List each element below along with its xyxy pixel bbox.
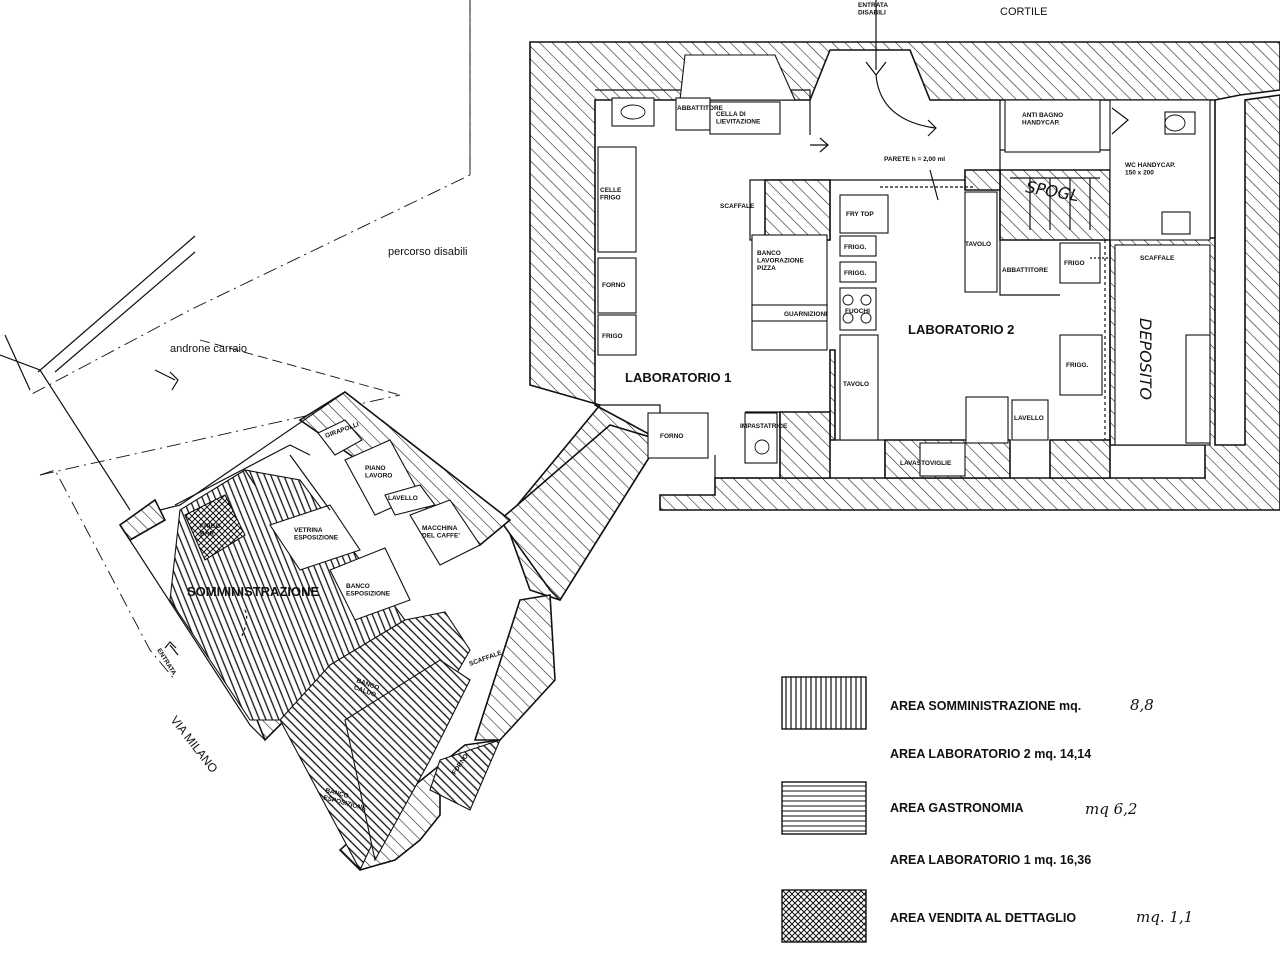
- label-wc: WC HANDYCAP.150 x 200: [1125, 162, 1176, 177]
- label-lavello: LAVELLO: [1014, 415, 1044, 422]
- label-forno: FORNO: [602, 282, 625, 289]
- label-lavastoviglie: LAVASTOVIGLIE: [900, 460, 952, 467]
- label-lavello-shop: LAVELLO: [388, 495, 418, 502]
- lab2-equipment: [839, 99, 1211, 477]
- label-frigg-2: FRIGG.: [844, 270, 867, 277]
- label-forno-lab1: FORNO: [660, 433, 683, 440]
- label-abbattitore-top: ABBATTITORE: [677, 105, 724, 112]
- legend-text-vendita: AREA VENDITA AL DETTAGLIO: [890, 911, 1076, 925]
- label-impastatrice: IMPASTATRICE: [740, 423, 788, 430]
- room-deposito: DEPOSITO: [1136, 318, 1155, 400]
- area-hatches: [169, 469, 501, 872]
- label-frigo-lab2: FRIGO: [1064, 260, 1085, 267]
- legend-value-gastronomia: mq 6,2: [1085, 800, 1137, 818]
- outside-boundary: [0, 0, 471, 681]
- room-laboratorio-2: LABORATORIO 2: [908, 322, 1014, 337]
- legend-swatch-vendita: [781, 889, 867, 943]
- label-percorso-disabili: percorso disabili: [388, 246, 467, 258]
- label-scaffale: SCAFFALE: [720, 203, 755, 210]
- label-via-milano: VIA MILANO: [168, 713, 221, 775]
- legend: AREA SOMMINISTRAZIONE mq. 8,8 AREA LABOR…: [781, 676, 1193, 943]
- label-tavolo: TAVOLO: [843, 381, 869, 388]
- label-cortile: CORTILE: [1000, 6, 1047, 18]
- arrows: [154, 0, 1110, 656]
- label-frigg-1: FRIGG.: [844, 244, 867, 251]
- legend-text-laboratorio-1: AREA LABORATORIO 1 mq. 16,36: [890, 853, 1091, 867]
- legend-value-somministrazione: 8,8: [1130, 696, 1154, 714]
- legend-text-gastronomia: AREA GASTRONOMIA: [890, 801, 1024, 815]
- room-laboratorio-1: LABORATORIO 1: [625, 370, 731, 385]
- label-entrata: ENTRATA: [155, 647, 177, 676]
- label-fry-top: FRY TOP: [846, 211, 874, 218]
- legend-value-vendita: mq. 1,1: [1136, 908, 1193, 926]
- label-androne-carraio: androne carraio: [170, 343, 247, 355]
- legend-swatch-gastronomia: [781, 781, 867, 835]
- legend-text-somministrazione: AREA SOMMINISTRAZIONE mq.: [890, 699, 1081, 713]
- label-parete: PARETE h = 2,00 ml: [884, 156, 945, 163]
- room-somministrazione: SOMMINISTRAZIONE: [187, 584, 319, 599]
- legend-swatch-somministrazione: [781, 676, 867, 730]
- label-tavolo-2: TAVOLO: [965, 241, 991, 248]
- shop-equipment: [244, 419, 481, 621]
- label-frigg-3: FRIGG.: [1066, 362, 1089, 369]
- label-abbattitore: ABBATTITORE: [1002, 267, 1049, 274]
- label-fuochi: FUOCHI: [845, 308, 870, 315]
- lab1-equipment: [597, 97, 828, 464]
- legend-text-laboratorio-2: AREA LABORATORIO 2 mq. 14,14: [890, 747, 1091, 761]
- label-frigo: FRIGO: [602, 333, 623, 340]
- label-scaffale-lab2: SCAFFALE: [1140, 255, 1175, 262]
- label-farciture: GUARNIZIONI: [784, 311, 827, 318]
